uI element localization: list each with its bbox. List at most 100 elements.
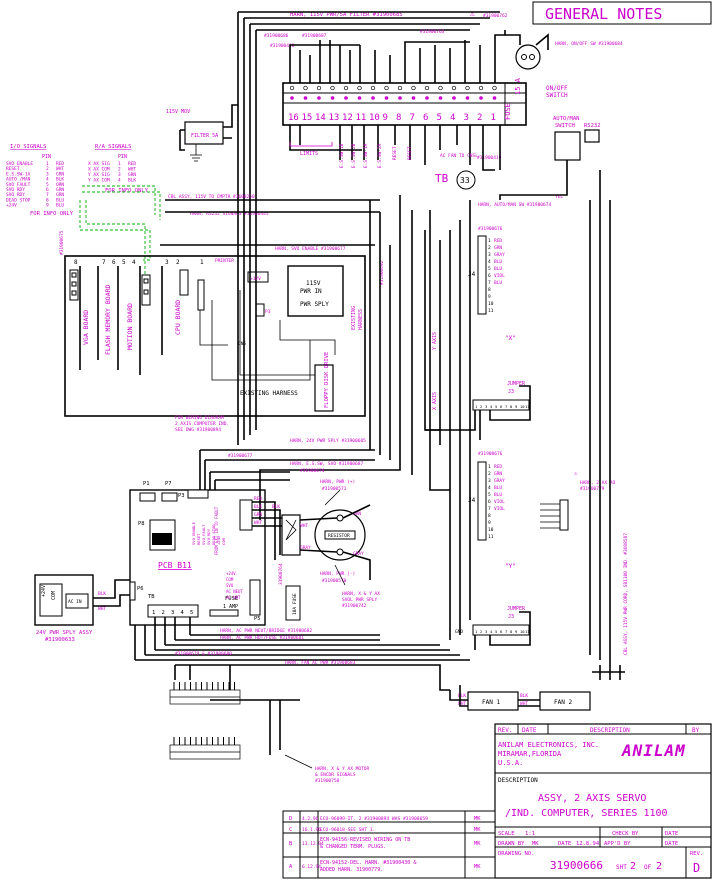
jumper-pin-number: 9 [515,629,518,634]
jumper-pin-number: 7 [505,404,507,409]
filter-box [184,121,224,145]
tb-terminal-number: 11 [356,113,367,123]
computer-right-harness: #31900692 [379,260,385,285]
jumper-pin-number: 11 [525,404,530,409]
motor-harness-line-2: & ENCDR SIGNALS [315,772,356,778]
pcb-p3-pin-label: SVO ENABLE [191,521,196,545]
ra-signal-name: X AX COM [88,167,110,173]
scale-label: SCALE [498,831,515,837]
io-signal-pin: 8 [46,197,49,203]
pwr24-box [34,574,94,626]
pcb-p3-pin-label: SVO FAULT [201,524,206,545]
j4-pin-number: 10 [488,301,494,307]
j4-pin-number: 1 [488,464,491,470]
jumper-pin-number: 4 [490,404,493,409]
io-signal-wire: GRN [56,171,64,177]
pwr-minus-label: HARN, PWR (-) [320,571,355,577]
automan-name-2: SWITCH [555,123,575,129]
tb-terminal-screw [371,96,375,100]
harness-677: #31900677 [228,453,253,459]
j4-pin-number: 6 [488,273,491,279]
revision-date: 16.1.96 [302,827,321,833]
pwr-plus-label: HARN, PWR (+) [320,479,355,485]
item-balloon-number: 33 [460,176,470,185]
jumper-pin-number: 8 [510,404,513,409]
io-signal-pin: 9 [46,203,49,209]
tb-terminal-screw [344,96,348,100]
general-notes-box [532,1,712,25]
tb-terminal-screw [290,96,294,100]
tb-terminal-screw [492,96,497,100]
pcb-p5-connector [249,579,261,616]
pwr-sply-label: PWR SPLY [300,301,329,308]
tb-terminal-number: 1 [491,113,496,123]
resistor-body [324,530,356,540]
filter-mov-label: 115V MOV [166,109,190,115]
harness-674: #31900674 [300,468,325,474]
j4-wire-color: VIOL [494,499,505,505]
pcb-right-pin-label: +24V [226,571,236,576]
computer-slot-number: 7 [102,259,106,266]
tb-terminal-number: 12 [342,113,353,123]
fan-1-label: FAN 1 [482,699,500,706]
item-balloon [456,170,476,190]
neut-harness-label: HARN, AC PWR NEUT/BRIDGE #31900682 [220,628,312,634]
automan-harness-label: HARN, AUTO/MAN SW #31900674 [478,202,551,208]
power-cord-label: CBL ASSY, 115V PWR CORD, SB1100 IND. #36… [623,533,629,655]
sheet-label: SHT [616,864,627,871]
tb-terminal-top-screw [384,85,389,91]
main-harness-trunk [237,12,257,445]
revision-letter: D [289,816,292,822]
pcb-right-pin-label: SVO [226,583,234,588]
gnd-label: GND [455,629,463,635]
reset-label-1: RESET [392,146,398,160]
pwr24-ac-in: AC IN [68,599,82,605]
j4-pin-number: 11 [488,534,494,540]
ra-signal-wire: GRN [128,172,136,178]
pwr24-com-label: COM [51,591,57,600]
pcb-wire-color: RED [254,496,262,502]
pwr24-title: 24V PWR SPLY ASSY [36,630,93,636]
io-signal-name: SVO FAULT [6,182,31,188]
existing-label-2: HARNESS [358,309,364,330]
fan1-wire-blk: BLK [458,693,466,699]
io-signal-pin: 2 [46,166,49,172]
drawing-title-2: /IND. COMPUTER, SERIES 1100 [505,808,668,819]
j4-top-x-tag: "X" [505,335,516,342]
j4-wire-color: RED [494,464,502,470]
svo-harn-line-3: #31900742 [342,603,367,609]
harn-2ax-label-1: HARN, 2 AX RO [580,480,616,486]
io-signal-wire: WHT [56,166,64,172]
tb-terminal-number: 10 [369,113,380,123]
pcb-p3-pin-label: SVO RDY [206,528,211,545]
motor-harness-leader [284,754,313,769]
io-signals-title: I/O SIGNALS [10,144,46,150]
x-axis-label: X AXIS [432,392,438,410]
jumper-pin-number: 4 [490,629,493,634]
pwr24-harness-label: HARN, 24V PWR SPLY #31900605 [290,438,366,444]
es-label-4: E.S.SW-2A [377,143,383,168]
j4-top-label: J4 [468,271,476,278]
tb-terminal-number: 3 [464,113,469,123]
tb-terminal-screw [438,96,443,100]
computer-chassis [64,255,366,417]
printer-label: PRINTER [215,258,234,264]
pwr-plus-no: #31900571 [322,486,347,492]
pcb-tb-number: 5 [190,610,193,616]
tb-rev-header: REV. [498,727,512,734]
flash-board-label: FLASH MEMORY BOARD [104,284,112,355]
computer-slot-number: 1 [200,259,204,266]
company-country: U.S.A. [498,759,523,767]
jumper-pin-number: 5 [495,404,497,409]
pcb-p1-label: P1 [143,481,150,487]
harness-no-418: #31900418 [270,43,295,49]
j4-pin-number: 2 [488,245,491,251]
tb-terminal-number: 8 [396,113,401,123]
computer-slot-number: 2 [176,259,180,266]
tb-terminal-number: 14 [315,113,326,123]
